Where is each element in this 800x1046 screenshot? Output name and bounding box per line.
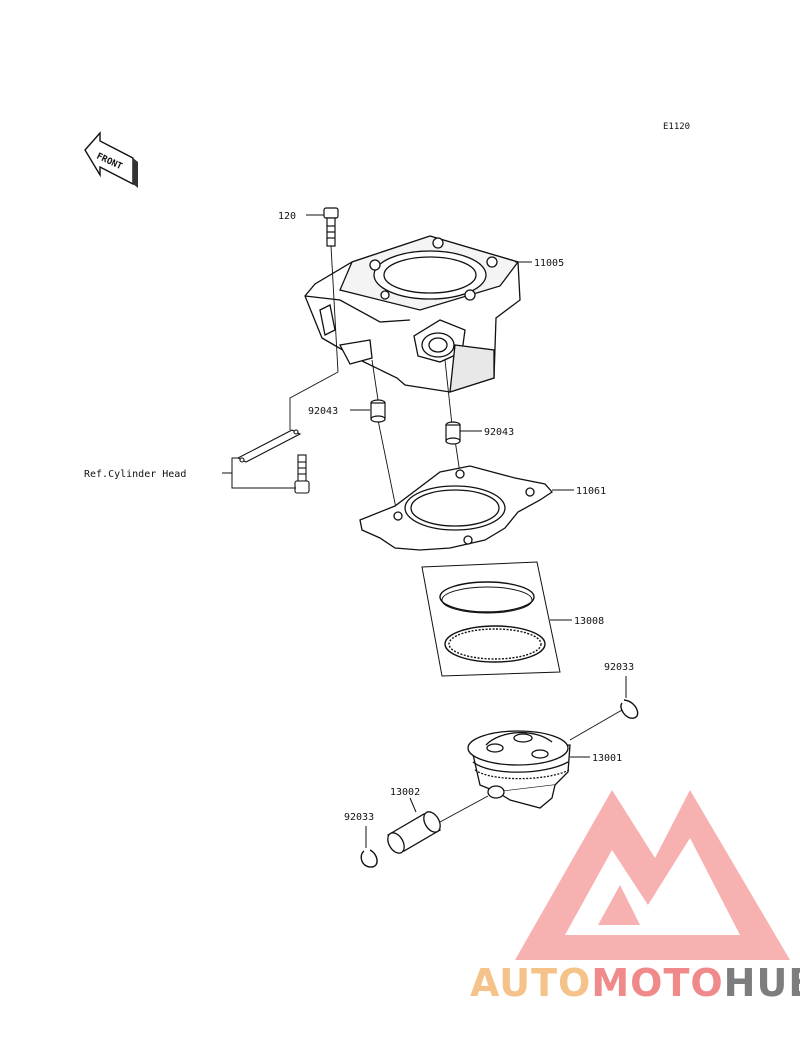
alignment-lines [289,245,471,541]
front-arrow-icon: FRONT [84,131,138,188]
ref-head-parts [236,429,310,494]
label-92033-left: 92033 [344,812,374,823]
watermark-text: AUTOMOTOHUB [470,961,800,1005]
label-13002: 13002 [390,787,420,798]
label-120: 120 [278,211,296,222]
piston-ring-set [421,561,561,677]
cylinder-block [304,235,521,393]
piston [467,730,571,809]
watermark-logo [515,790,790,960]
circlip-left [360,849,378,868]
label-11061: 11061 [576,486,606,497]
label-92033-right: 92033 [604,662,634,673]
head-gasket [359,465,553,551]
piston-pin [386,811,442,854]
diagram-code: E1120 [663,122,690,132]
leader-13002 [409,797,417,813]
bolt-120 [323,207,339,247]
label-92043-left: 92043 [308,406,338,417]
dowel-pin-left [370,399,386,423]
label-13008: 13008 [574,616,604,627]
ref-label: Ref.Cylinder Head [84,469,186,480]
label-13001: 13001 [592,753,622,764]
pin-axis-right [569,709,623,741]
label-92043-right: 92043 [484,427,514,438]
pin-axis-left [439,795,489,823]
label-11005: 11005 [534,258,564,269]
dowel-pin-right [445,421,461,445]
circlip-right [620,699,639,719]
